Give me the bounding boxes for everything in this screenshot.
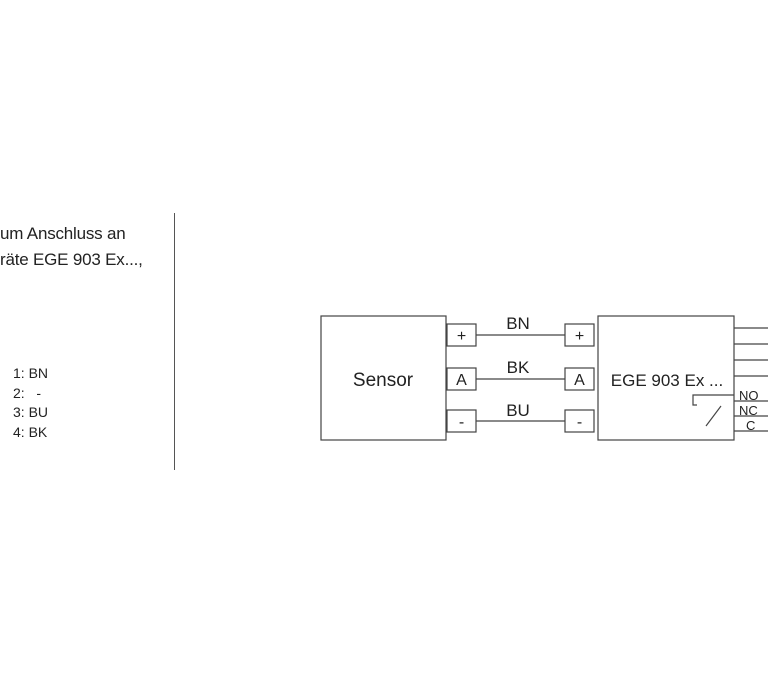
sensor-terminal-label: A: [456, 372, 467, 389]
relay-label-nc: NC: [739, 403, 758, 418]
relay-switch-arm: [705, 405, 722, 427]
device-terminal-label: A: [574, 372, 585, 389]
sensor-label: Sensor: [353, 370, 414, 391]
device-terminal-label: +: [575, 328, 584, 345]
pin-item: 2: -: [13, 384, 42, 401]
sensor-terminal-label: -: [459, 414, 464, 431]
pin-list: 1: BN 2: - 3: BU 4: BK: [13, 364, 48, 442]
sensor-terminal-label: +: [457, 328, 466, 345]
pin-item: 4: BK: [13, 423, 48, 440]
heading-line-2: räte EGE 903 Ex...,: [0, 250, 143, 269]
pin-item: 3: BU: [13, 404, 49, 420]
device-box: [597, 315, 735, 441]
device-terminal-label: -: [577, 414, 582, 431]
heading-line-1: um Anschluss an: [0, 224, 126, 243]
panel-divider: [174, 213, 175, 470]
device-label: EGE 903 Ex ...: [611, 371, 723, 390]
sensor-box: [320, 315, 447, 441]
wire-label-bn: BN: [506, 314, 530, 333]
wire-label-bu: BU: [506, 401, 530, 420]
relay-label-no: NO: [739, 388, 759, 403]
relay-contact-bracket: [692, 394, 734, 406]
relay-label-c: C: [746, 418, 755, 433]
pin-item: 1: BN: [13, 365, 49, 381]
wire-label-bk: BK: [507, 358, 530, 377]
